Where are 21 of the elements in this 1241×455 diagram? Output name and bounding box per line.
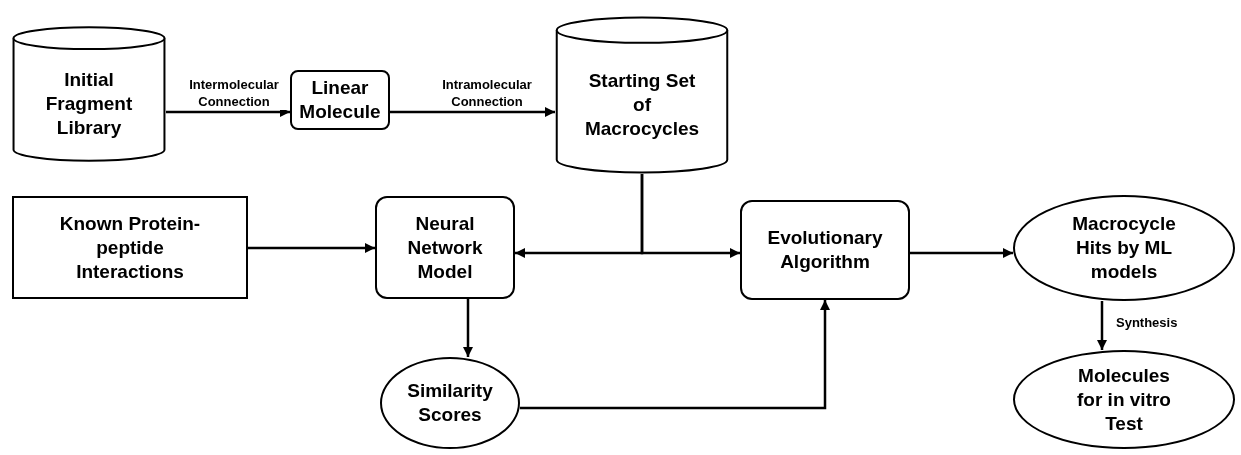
node-label: Similarity Scores: [406, 379, 494, 427]
node-label: Evolutionary Algorithm: [766, 226, 884, 274]
arrow: [390, 107, 555, 117]
node-label: Linear Molecule: [298, 76, 382, 124]
input-box: [12, 196, 248, 299]
arrow: [463, 299, 473, 357]
process-box: [375, 196, 515, 299]
node-label: Initial Fragment Library: [44, 68, 134, 140]
arrow: [248, 243, 375, 253]
node-label: Known Protein-peptide Interactions: [58, 211, 202, 284]
arrow: [166, 107, 290, 117]
arrow: [910, 248, 1013, 258]
node-label: Molecules for in vitro Test: [1076, 363, 1172, 436]
arrow: [1097, 301, 1107, 350]
node-label: Macrocycle Hits by ML models: [1071, 212, 1177, 284]
process-box: [740, 200, 910, 300]
arrow: [640, 174, 740, 258]
process-box: [290, 70, 390, 130]
node-label: Neural Network Model: [406, 211, 484, 284]
node-label: Starting Set of Macrocycles: [584, 69, 700, 141]
arrow: [520, 300, 830, 410]
